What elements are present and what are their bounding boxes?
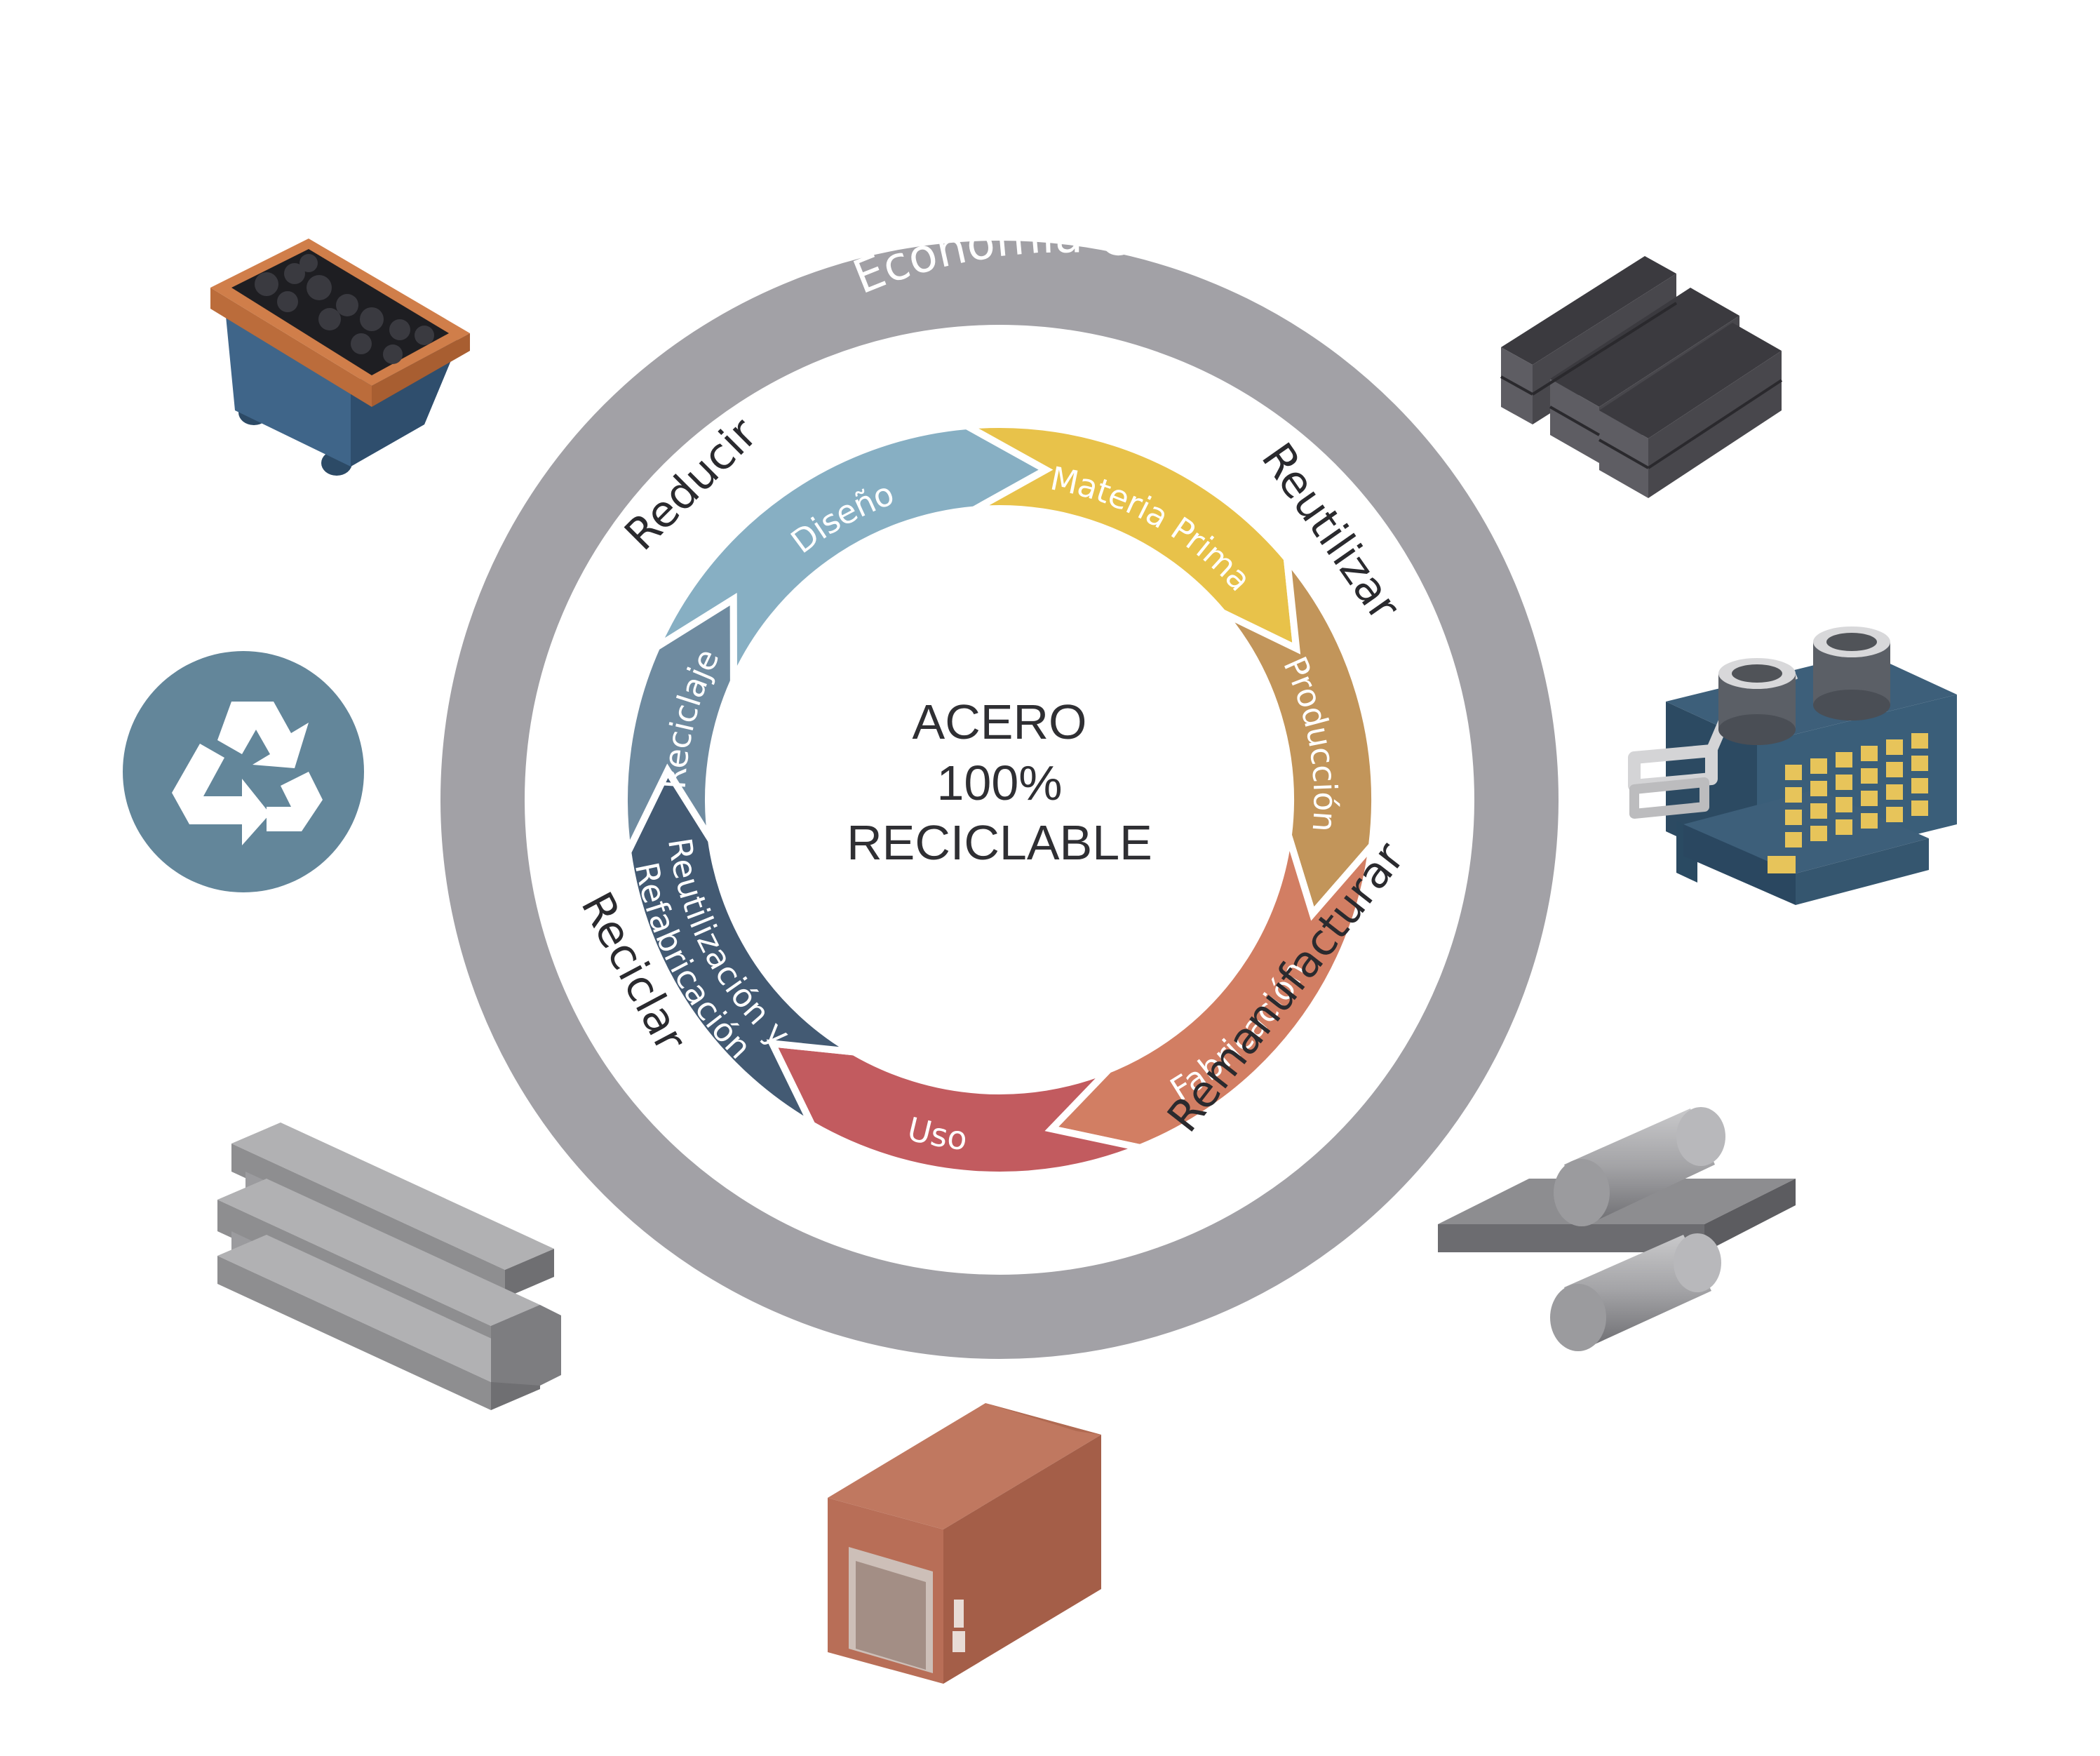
steel-ingots-icon xyxy=(1500,256,1783,498)
center-line-1: ACERO xyxy=(913,695,1087,749)
cycle-segment-6 xyxy=(621,593,737,864)
rolling-mill-icon xyxy=(1438,1107,1796,1351)
outer-ring xyxy=(440,241,1559,1359)
steel-plant-icon xyxy=(1628,626,1957,905)
steel-beams-icon xyxy=(217,1122,561,1410)
center-line-3: RECICLABLE xyxy=(847,815,1152,870)
ore-cart-icon xyxy=(210,239,470,476)
recycle-icon xyxy=(123,651,364,892)
warehouse-icon xyxy=(828,1403,1101,1684)
center-statement: ACERO 100% RECICLABLE xyxy=(847,695,1152,870)
center-line-2: 100% xyxy=(936,756,1062,810)
